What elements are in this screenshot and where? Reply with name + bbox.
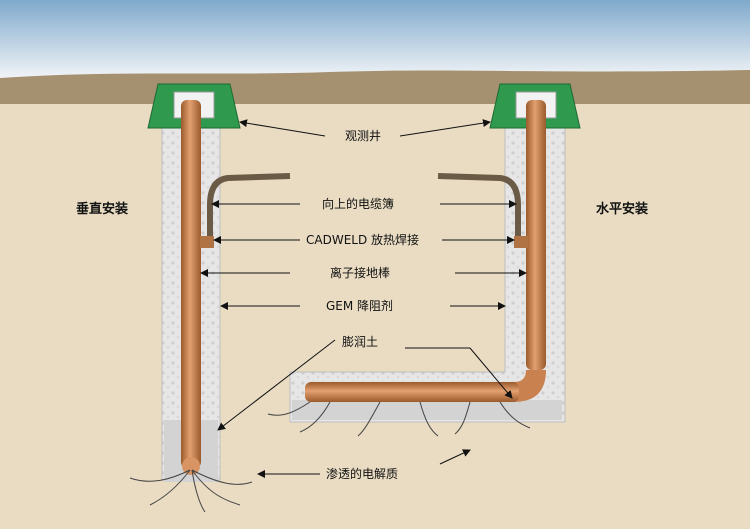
sky <box>0 0 750 80</box>
leader-lines <box>200 119 527 478</box>
label-horizontal-install: 水平安装 <box>596 201 648 217</box>
horizontal-bentonite-bottom <box>292 400 562 420</box>
label-ion-rod: 离子接地棒 <box>330 265 390 280</box>
label-expansive-soil: 膨润土 <box>342 335 378 349</box>
horizontal-cadweld-joint <box>514 236 528 248</box>
vertical-electrolyte-roots <box>129 469 253 513</box>
horizontal-rod-elbow <box>514 370 546 402</box>
vertical-cadweld-joint <box>200 236 214 248</box>
label-cable-up: 向上的电缆簿 <box>322 196 394 211</box>
horizontal-cable-braid <box>437 173 521 238</box>
label-inspection-well: 观测井 <box>345 129 381 143</box>
vertical-ion-rod <box>181 100 201 468</box>
label-gem: GEM 降阻剂 <box>326 298 393 313</box>
horizontal-electrolyte-roots <box>267 401 531 437</box>
label-electrolyte: 渗透的电解质 <box>326 466 398 481</box>
ground <box>0 104 750 529</box>
label-vertical-install: 垂直安装 <box>76 201 128 217</box>
vertical-rod-tip <box>182 457 200 475</box>
vertical-cable-braid <box>207 173 291 238</box>
label-cadweld: CADWELD 放热焊接 <box>306 232 419 247</box>
topsoil-layer <box>0 70 750 104</box>
horizontal-rod-riser <box>526 100 546 370</box>
horizontal-ion-rod <box>305 382 519 402</box>
